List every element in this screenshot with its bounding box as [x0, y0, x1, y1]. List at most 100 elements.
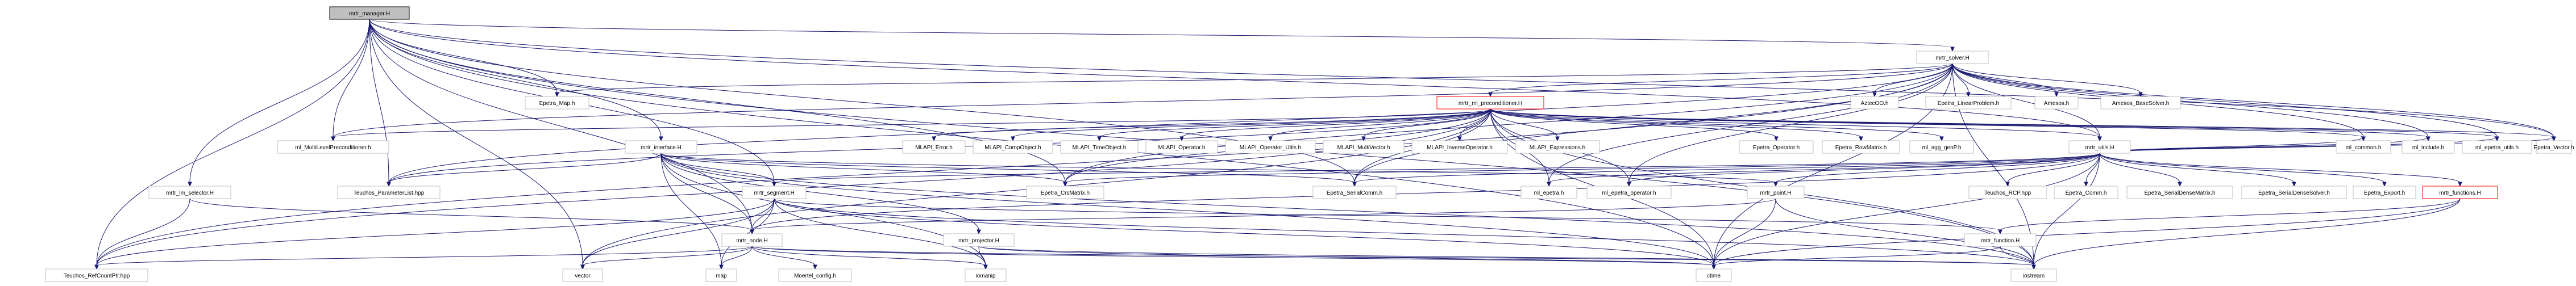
node-label: mrtr_functions.H: [2439, 190, 2481, 196]
node-amesos-basesolver[interactable]: Amesos_BaseSolver.h: [2100, 96, 2181, 110]
edge-mrtr_solver-to-amesos: [1952, 63, 2057, 94]
edge-mrtr_lm_selector-to-mrtr_node: [189, 198, 753, 231]
edge-mrtr_interface-to-mrtr_point: [660, 153, 1776, 183]
arrowhead-mrtr_segment-to-mrtr_function: [1998, 229, 2002, 235]
arrowhead-mrtr_utils-to-epetra_crsmatrix: [1063, 182, 1067, 187]
node-moertel-config[interactable]: Moertel_config.h: [778, 268, 852, 282]
node-aztecoo[interactable]: AztecOO.h: [1850, 96, 1899, 110]
node-ml-multilevelpreconditioner[interactable]: ml_MultiLevelPreconditioner.h: [277, 140, 389, 154]
node-epetra-operator[interactable]: Epetra_Operator.h: [1739, 140, 1814, 154]
node-mlapi-compobject[interactable]: MLAPI_CompObject.h: [973, 140, 1053, 154]
node-mrtr-segment[interactable]: mrtr_segment.H: [742, 186, 807, 199]
node-epetra-serialdensematrix[interactable]: Epetra_SerialDenseMatrix.h: [2126, 186, 2233, 199]
edge-mrtr_utils-to-ml_epetra_operator: [1628, 153, 2100, 183]
node-iomanip[interactable]: iomanip: [965, 268, 1007, 282]
arrowhead-mrtr_solver-to-epetra_map: [555, 92, 559, 98]
edge-mrtr_utils-to-iostream: [2033, 153, 2100, 266]
node-ml-epetra-utils[interactable]: ml_epetra_utils.h: [2462, 140, 2532, 154]
node-mrtr-lm-selector[interactable]: mrtr_lm_selector.H: [148, 186, 231, 199]
node-ml-common[interactable]: ml_common.h: [2336, 140, 2391, 154]
edge-mrtr_ml_preconditioner-to-mlapi_operator: [1181, 108, 1491, 138]
node-box: [2034, 96, 2079, 110]
edge-mrtr_manager-to-teuchos_refcountptr: [96, 19, 370, 266]
node-mlapi-expressions[interactable]: MLAPI_Expressions.h: [1515, 140, 1600, 154]
node-label: MLAPI_MultiVector.h: [1337, 145, 1390, 151]
node-label: Epetra_SerialDenseSolver.h: [2258, 190, 2330, 196]
node-epetra-export[interactable]: Epetra_Export.h: [2353, 186, 2416, 199]
node-amesos[interactable]: Amesos.h: [2034, 96, 2079, 110]
node-mrtr-ml-preconditioner[interactable]: mrtr_ml_preconditioner.H: [1436, 96, 1544, 110]
arrowhead-mrtr_interface-to-teuchos_parameterlist: [387, 182, 391, 187]
node-mrtr-solver[interactable]: mrtr_solver.H: [1916, 51, 1989, 64]
node-epetra-serialcomm[interactable]: Epetra_SerialComm.h: [1312, 186, 1397, 199]
edge-mrtr_projector-to-ctime: [978, 246, 1714, 266]
node-epetra-rowmatrix[interactable]: Epetra_RowMatrix.h: [1822, 140, 1900, 154]
node-epetra-map[interactable]: Epetra_Map.h: [525, 96, 589, 110]
edge-mrtr_manager-to-mrtr_node: [369, 19, 753, 231]
node-ctime[interactable]: ctime: [1696, 268, 1732, 282]
node-mlapi-multivector[interactable]: MLAPI_MultiVector.h: [1323, 140, 1405, 154]
node-epetra-vector[interactable]: Epetra_Vector.h: [2533, 140, 2574, 154]
edge-mrtr_utils-to-teuchos_rcp: [2007, 153, 2100, 183]
edge-mrtr_utils-to-ml_epetra: [1548, 153, 2100, 183]
edge-mrtr_interface-to-iostream: [660, 153, 2034, 266]
arrowhead-mrtr_node-to-moertel_config: [813, 264, 817, 270]
arrowhead-mrtr_utils-to-ml_epetra: [1547, 182, 1551, 187]
arrowhead-mrtr_projector-to-iomanip: [983, 264, 988, 270]
edge-mrtr_solver-to-epetra_vector: [1952, 63, 2554, 138]
node-mlapi-operator[interactable]: MLAPI_Operator.h: [1145, 140, 1218, 154]
node-box: [2241, 186, 2347, 199]
node-box: [1586, 186, 1672, 199]
node-mrtr-point[interactable]: mrtr_point.H: [1747, 186, 1805, 199]
node-teuchos-refcountptr[interactable]: Teuchos_RefCountPtr.hpp: [45, 268, 148, 282]
edge-mrtr_ml_preconditioner-to-ml_include: [1490, 108, 2429, 138]
node-epetra-serialdensesolver[interactable]: Epetra_SerialDenseSolver.h: [2241, 186, 2347, 199]
node-mrtr-node[interactable]: mrtr_node.H: [721, 233, 783, 247]
node-mlapi-operator-utils[interactable]: MLAPI_Operator_Utils.h: [1225, 140, 1316, 154]
arrowhead-mrtr_utils-to-epetra_serialcomm: [1352, 182, 1357, 187]
node-map[interactable]: map: [705, 268, 737, 282]
node-mlapi-timeobject[interactable]: MLAPI_TimeObject.h: [1060, 140, 1139, 154]
node-epetra-comm[interactable]: Epetra_Comm.h: [2054, 186, 2118, 199]
node-teuchos-parameterlist[interactable]: Teuchos_ParameterList.hpp: [337, 186, 441, 199]
node-label: ml_MultiLevelPreconditioner.h: [295, 145, 371, 151]
node-mrtr-functions[interactable]: mrtr_functions.H: [2422, 186, 2498, 199]
node-epetra-linearproblem[interactable]: Epetra_LinearProblem.h: [1925, 96, 2012, 110]
node-mlapi-error[interactable]: MLAPI_Error.h: [902, 140, 966, 154]
node-vector[interactable]: vector: [562, 268, 603, 282]
node-box: [525, 96, 589, 110]
node-mrtr-manager[interactable]: mrtr_manager.H: [329, 6, 410, 20]
node-mrtr-projector[interactable]: mrtr_projector.H: [943, 233, 1015, 247]
node-label: mrtr_node.H: [736, 238, 768, 244]
node-box: [1312, 186, 1397, 199]
arrowhead-mrtr_ml_preconditioner-to-ml_agg_genp: [1939, 136, 1944, 142]
edge-mrtr_interface-to-ctime: [660, 153, 1714, 266]
node-label: ctime: [1707, 273, 1721, 279]
node-label: map: [716, 273, 727, 279]
arrowhead-mrtr_ml_preconditioner-to-mlapi_expressions: [1555, 136, 1560, 142]
node-iostream[interactable]: iostream: [2010, 268, 2057, 282]
node-label: ml_epetra_operator.h: [1602, 190, 1656, 196]
node-ml-epetra-operator[interactable]: ml_epetra_operator.h: [1586, 186, 1672, 199]
edge-mrtr_lm_selector-to-teuchos_refcountptr: [96, 198, 190, 266]
node-teuchos-rcp[interactable]: Teuchos_RCP.hpp: [1968, 186, 2047, 199]
node-ml-epetra[interactable]: ml_epetra.h: [1520, 186, 1577, 199]
node-epetra-crsmatrix[interactable]: Epetra_CrsMatrix.h: [1026, 186, 1104, 199]
edge-mrtr_utils-to-mrtr_functions: [2099, 153, 2461, 183]
edge-mrtr_ml_preconditioner-to-ml_agg_genp: [1490, 108, 1942, 138]
edge-mrtr_interface-to-epetra_crsmatrix: [660, 153, 1066, 183]
node-mlapi-inverseoperator[interactable]: MLAPI_InverseOperator.h: [1411, 140, 1508, 154]
node-label: mrtr_interface.H: [641, 145, 682, 151]
node-mrtr-interface[interactable]: mrtr_interface.H: [625, 140, 697, 154]
edge-mrtr_interface-to-map: [660, 153, 722, 266]
node-ml-agg-genp[interactable]: ml_agg_genP.h: [1909, 140, 1974, 154]
node-label: Moertel_config.h: [794, 273, 836, 279]
node-mrtr-utils[interactable]: mrtr_utils.H: [2068, 140, 2131, 154]
edge-mrtr_interface-to-teuchos_parameterlist: [388, 153, 662, 183]
node-ml-include[interactable]: ml_include.h: [2402, 140, 2455, 154]
arrowhead-mrtr_utils-to-epetra_serialdensesolver: [2292, 182, 2296, 187]
edge-mrtr_segment-to-map: [721, 198, 775, 266]
node-mrtr-function[interactable]: mrtr_function.H: [1964, 233, 2037, 247]
edge-mrtr_ml_preconditioner-to-epetra_vector: [1490, 108, 2554, 138]
edge-mrtr_node-to-iomanip: [751, 246, 986, 266]
